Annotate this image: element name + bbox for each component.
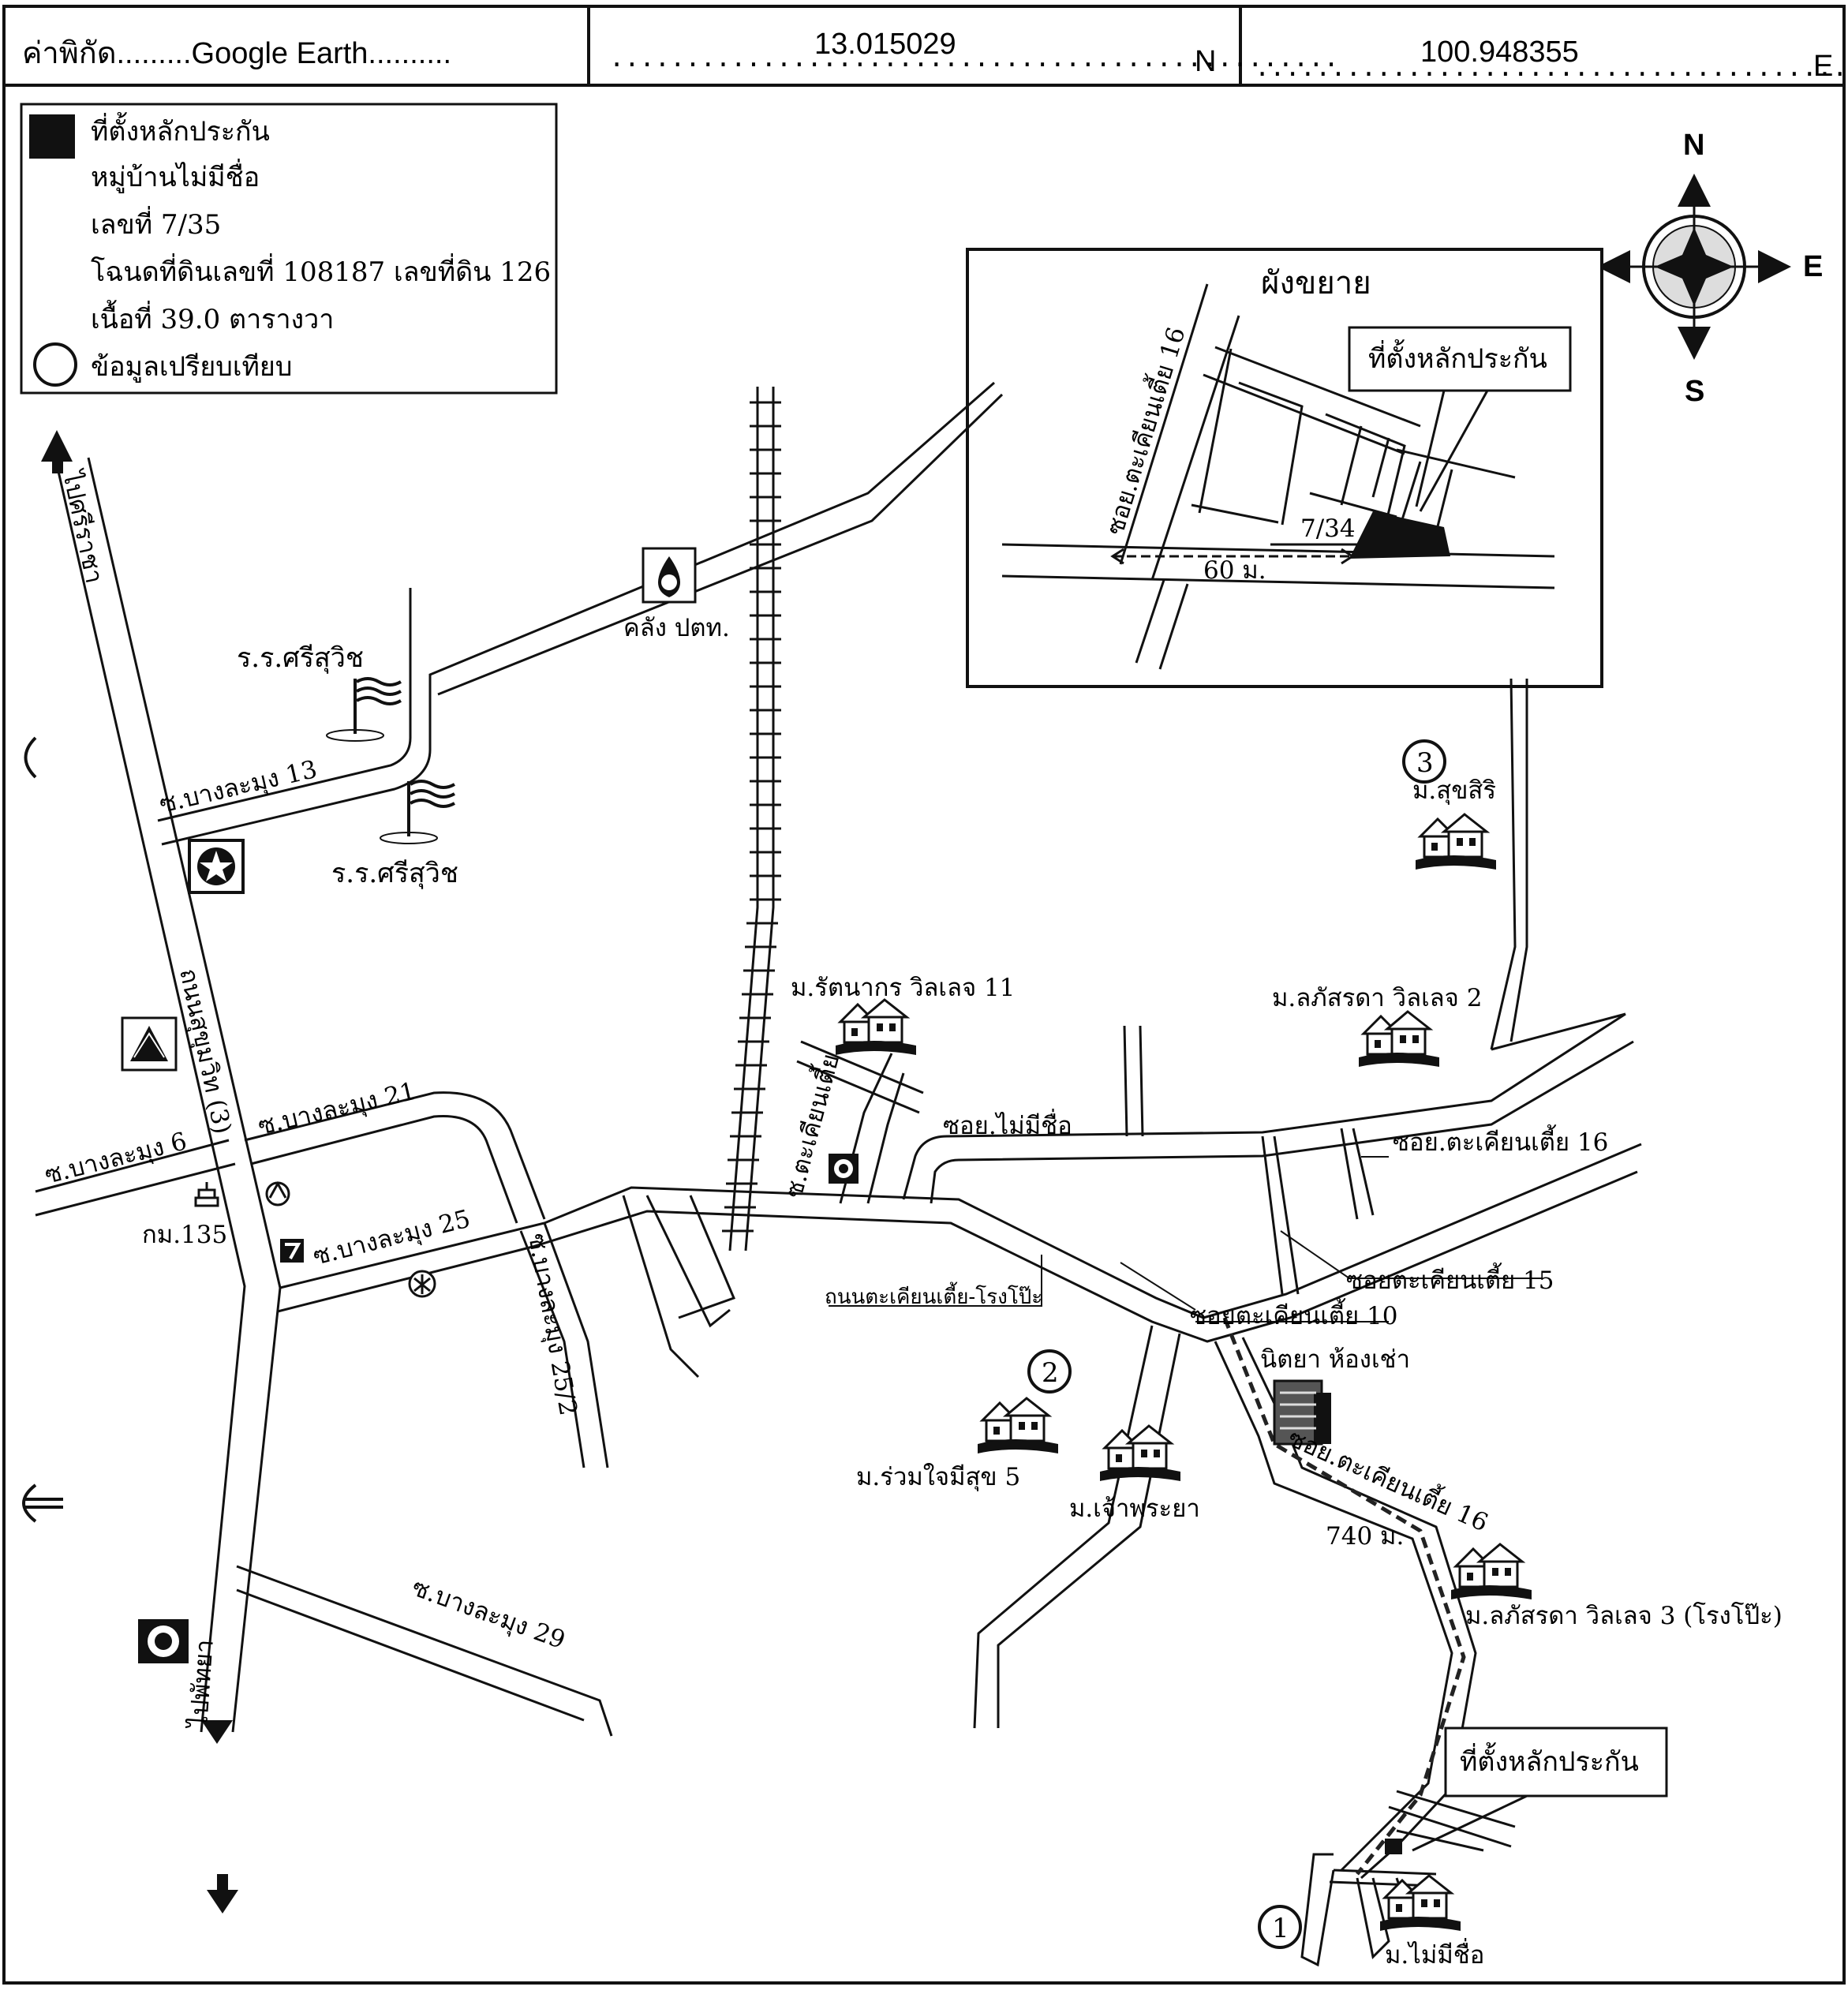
- compass-icon: [1597, 174, 1791, 360]
- compass-n: N: [1683, 129, 1704, 162]
- legend-village: หมู่บ้านไม่มีชื่อ: [91, 159, 260, 193]
- inset-collateral-label: ที่ตั้งหลักประกัน: [1368, 339, 1547, 375]
- compare-marker-1: [1258, 1905, 1302, 1949]
- longitude-suffix: E: [1813, 50, 1833, 83]
- legend-collateral: ที่ตั้งหลักประกัน: [91, 112, 270, 148]
- label-soi13: ซ.บางละมุง 13: [157, 755, 320, 820]
- ptt-icon: [642, 547, 697, 604]
- house-icon: [1098, 1424, 1182, 1483]
- school-flag-icon: [325, 677, 402, 743]
- label-soi16-diag: ซอย.ตะเคียนเตี้ย 16: [1284, 1420, 1494, 1538]
- label-km135: กม.135: [142, 1221, 227, 1249]
- road-arrow-icon: [201, 1720, 233, 1744]
- longitude-value: 100.948355: [1420, 36, 1579, 69]
- collateral-legend-icon: [29, 114, 75, 159]
- label-road-takhian-rongpo: ถนนตะเคียนเตี้ย-โรงโป๊ะ: [825, 1281, 1042, 1309]
- inset-plot-label: 7/34: [1300, 514, 1356, 543]
- label-to-sriracha: ไปศรีราชา: [57, 466, 109, 585]
- gas-station-icon: [829, 1154, 859, 1184]
- house-icon: [1357, 1010, 1441, 1068]
- label-soi29: ซ.บางละมุง 29: [408, 1573, 569, 1655]
- label-to-pattaya: ไปพัทยา: [185, 1639, 219, 1731]
- latitude-value: 13.015029: [814, 28, 956, 61]
- compare-legend-icon: [33, 342, 77, 387]
- gas-station-icon: [188, 839, 245, 894]
- collateral-main-label: ที่ตั้งหลักประกัน: [1460, 1742, 1639, 1778]
- bank-icon: [408, 1270, 436, 1298]
- compass-s: S: [1685, 375, 1704, 408]
- temple-icon: [194, 1182, 219, 1207]
- collateral-site-icon: [1385, 1839, 1402, 1854]
- label-soi25-2: ซ.บางละมุง 25/2: [522, 1231, 582, 1418]
- marker-2-label: 2: [1042, 1357, 1059, 1389]
- house-icon: [976, 1397, 1060, 1455]
- legend-deed: โฉนดที่ดินเลขที่ 108187 เลขที่ดิน 126: [91, 253, 551, 288]
- inset-distance: 60 ม.: [1203, 556, 1266, 585]
- legend-box: [20, 103, 558, 395]
- label-school-2: ร.ร.ศรีสุวิช: [331, 858, 458, 889]
- house-icon: [1450, 1543, 1533, 1601]
- railway: [722, 387, 781, 1251]
- bank-icon: [265, 1180, 290, 1207]
- lat-dots: ........................................…: [609, 43, 1339, 73]
- label-rattanakorn: ม.รัตนากร วิลเลจ 11: [791, 974, 1015, 1002]
- label-soi-no-name: ซอย.ไม่มีชื่อ: [943, 1109, 1072, 1140]
- road-arrow-icon: [207, 1874, 238, 1914]
- shell-icon: [121, 1016, 178, 1072]
- label-lapatsara2: ม.ลภัสรดา วิลเลจ 2: [1272, 984, 1482, 1012]
- label-sukhumvit: ถนนสุขุมวิท (3): [173, 966, 237, 1136]
- compare-marker-3: [1402, 739, 1446, 784]
- house-icon: [1414, 813, 1498, 871]
- label-lapatsara3: ม.ลภัสรดา วิลเลจ 3 (โรงโป๊ะ): [1465, 1602, 1783, 1630]
- road-arrow-icon: [41, 430, 73, 473]
- label-dist740: 740 ม.: [1326, 1522, 1404, 1551]
- compare-marker-2: [1027, 1349, 1072, 1394]
- marker-1-label: 1: [1272, 1913, 1289, 1944]
- legend-area: เนื้อที่ 39.0 ตารางวา: [91, 300, 334, 335]
- label-chaophraya: ม.เจ้าพระยา: [1069, 1495, 1200, 1523]
- label-soi25: ซ.บางละมุง 25: [310, 1205, 473, 1272]
- label-no-name-village: ม.ไม่มีชื่อ: [1385, 1938, 1484, 1970]
- label-suksiri: ม.สุขสิริ: [1412, 776, 1496, 806]
- label-soi21: ซ.บางละมุง 21: [256, 1077, 419, 1142]
- coord-label: ค่าพิกัด.........Google Earth..........: [22, 37, 451, 70]
- house-icon: [834, 998, 918, 1057]
- compass-e: E: [1803, 250, 1823, 283]
- label-soi16-right: ซอย.ตะเคียนเตี้ย 16: [1393, 1124, 1608, 1157]
- building-icon: [1273, 1379, 1331, 1446]
- latitude-suffix: N: [1195, 45, 1216, 78]
- legend-house-no: เลขที่ 7/35: [91, 206, 221, 241]
- marker-3-label: 3: [1416, 747, 1434, 779]
- gas-station-icon: [138, 1619, 189, 1663]
- label-ruamjai: ม.ร่วมใจมีสุข 5: [856, 1463, 1020, 1492]
- legend-compare: ข้อมูลเปรียบเทียบ: [91, 351, 292, 383]
- label-ptt-depot: คลัง ปตท.: [623, 614, 730, 642]
- label-nittaya: นิตยา ห้องเช่า: [1260, 1345, 1410, 1374]
- lon-dots: ........................................…: [1255, 52, 1848, 82]
- label-school-1: ร.ร.ศรีสุวิช: [237, 642, 364, 674]
- inset-map: [966, 248, 1603, 688]
- inset-title: ผังขยาย: [1261, 265, 1371, 301]
- label-soi15: ซอยตะเคียนเตี้ย 15: [1346, 1263, 1554, 1295]
- label-soi10: ซอยตะเคียนเตี้ย 10: [1190, 1298, 1398, 1330]
- seven-eleven-icon: [280, 1239, 304, 1263]
